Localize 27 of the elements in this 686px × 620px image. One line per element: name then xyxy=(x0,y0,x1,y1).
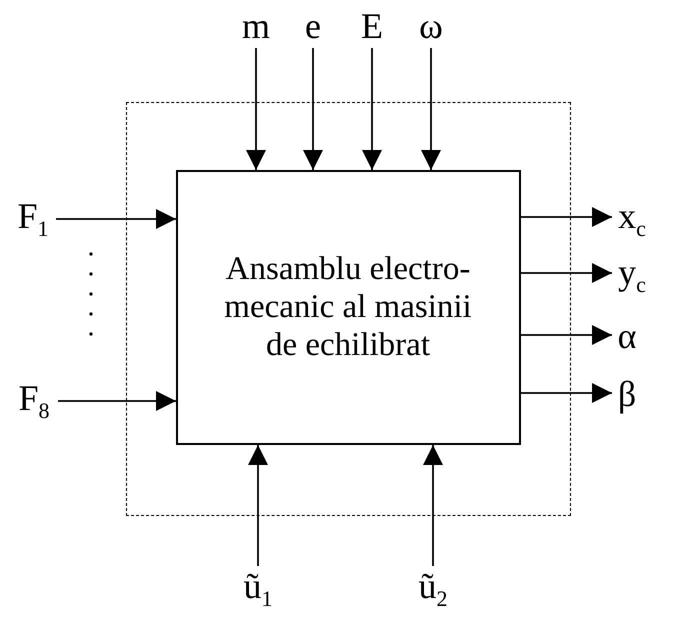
signal-label: ũ$_{1}$ xyxy=(238,566,278,616)
signal-label: α xyxy=(612,316,642,358)
signal-label: β xyxy=(612,374,642,416)
signal-label: m xyxy=(240,6,272,48)
arrow xyxy=(521,207,612,227)
arrow xyxy=(521,325,612,345)
arrow xyxy=(521,263,612,283)
arrow xyxy=(362,48,382,170)
signal-label: e xyxy=(299,6,327,48)
signal-label: ũ$_{2}$ xyxy=(413,566,453,616)
arrow xyxy=(246,48,266,170)
signal-label: F$_{8}$ xyxy=(10,378,58,428)
arrow xyxy=(303,48,323,170)
signal-label: ω xyxy=(414,6,448,48)
signal-label: E xyxy=(357,6,387,48)
signal-label: F$_{1}$ xyxy=(10,196,56,246)
signal-label: y$_{c}$ xyxy=(612,252,652,298)
signal-label: x$_{c}$ xyxy=(612,196,652,242)
arrow xyxy=(421,48,441,170)
dashed-boundary-box xyxy=(126,102,571,516)
arrow xyxy=(248,445,268,566)
arrow xyxy=(58,391,176,411)
process-box xyxy=(176,170,520,444)
arrow xyxy=(521,383,612,403)
arrow xyxy=(423,445,443,566)
arrow xyxy=(56,209,176,229)
box-title: Ansamblu electro-mecanic al masinii de echilibrat xyxy=(223,250,473,364)
